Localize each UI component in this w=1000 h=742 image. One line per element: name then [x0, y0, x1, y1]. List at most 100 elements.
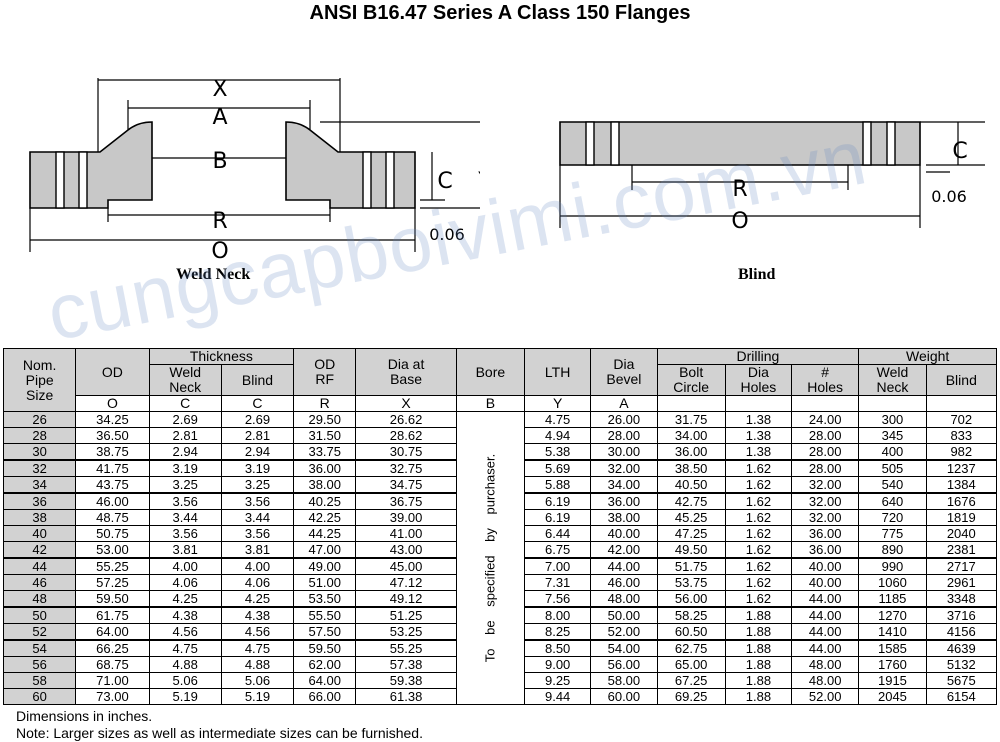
table-cell: 3348: [925, 590, 998, 608]
table-cell: 39.00: [355, 509, 457, 526]
table-cell: 702: [925, 411, 998, 428]
table-cell: 28.00: [590, 427, 658, 444]
pipe-size-cell: 36: [2, 492, 77, 510]
flange-spec-table: Nom. Pipe Size OD Thickness OD RF Dia at…: [2, 348, 998, 705]
table-cell: 38.50: [656, 459, 726, 477]
table-cell: 1819: [925, 509, 998, 526]
table-cell: 3.56: [148, 525, 222, 542]
table-cell: 4.88: [148, 656, 222, 673]
table-cell: 5675: [925, 672, 998, 689]
table-cell: 36.00: [791, 541, 860, 559]
table-cell: 60.50: [656, 623, 726, 641]
table-cell: 53.75: [656, 574, 726, 591]
table-cell: 3.44: [148, 509, 222, 526]
table-cell: 9.25: [524, 672, 592, 689]
table-cell: 36.00: [656, 443, 726, 461]
pipe-size-cell: 48: [2, 590, 77, 608]
page-title: ANSI B16.47 Series A Class 150 Flanges: [309, 2, 691, 24]
table-cell: 5.69: [524, 459, 592, 477]
table-cell: 1.38: [724, 427, 793, 444]
table-cell: 4.56: [220, 623, 295, 641]
table-cell: 3.44: [220, 509, 295, 526]
table-cell: 31.50: [293, 427, 357, 444]
table-cell: 47.12: [355, 574, 457, 591]
table-cell: 65.00: [656, 656, 726, 673]
notes: Dimensions in inches. Note: Larger sizes…: [16, 708, 423, 742]
blind-caption: Blind: [738, 266, 776, 283]
table-cell: 2040: [925, 525, 998, 542]
table-cell: 56.00: [590, 656, 658, 673]
table-cell: 45.00: [355, 557, 457, 575]
table-cell: 3.56: [220, 525, 295, 542]
table-cell: 5.19: [148, 688, 222, 705]
table-cell: 4.06: [148, 574, 222, 591]
table-cell: 59.38: [355, 672, 457, 689]
table-cell: 45.25: [656, 509, 726, 526]
table-cell: 4.75: [524, 411, 592, 428]
table-cell: 56.00: [656, 590, 726, 608]
symbol-cell: R: [293, 395, 357, 412]
symbol-cell: B: [455, 395, 526, 412]
table-cell: 69.25: [656, 688, 726, 705]
dim-y-label: Y: [477, 169, 480, 194]
table-cell: 66.25: [75, 639, 150, 657]
table-cell: 53.25: [355, 623, 457, 641]
pipe-size-cell: 52: [2, 623, 77, 641]
table-cell: 4.25: [148, 590, 222, 608]
table-cell: 4.94: [524, 427, 592, 444]
table-cell: 36.00: [590, 492, 658, 510]
table-cell: 40.25: [293, 492, 357, 510]
table-cell: 6154: [925, 688, 998, 705]
table-cell: 51.00: [293, 574, 357, 591]
table-cell: 1.62: [724, 459, 793, 477]
table-cell: 34.00: [656, 427, 726, 444]
table-cell: 8.00: [524, 606, 592, 624]
pipe-size-cell: 38: [2, 509, 77, 526]
table-cell: 32.00: [791, 492, 860, 510]
pipe-size-cell: 58: [2, 672, 77, 689]
table-cell: 32.00: [590, 459, 658, 477]
table-cell: 42.00: [590, 541, 658, 559]
table-cell: 28.00: [791, 427, 860, 444]
col-num-holes-header: # Holes: [791, 364, 860, 396]
table-cell: 40.50: [656, 476, 726, 494]
table-cell: 6.44: [524, 525, 592, 542]
table-cell: 28.00: [791, 443, 860, 461]
pipe-size-cell: 26: [2, 411, 77, 428]
header-row-groups: Nom. Pipe Size OD Thickness OD RF Dia at…: [2, 348, 997, 412]
weld-neck-caption: Weld Neck: [176, 266, 251, 283]
col-thickness-blind-header: Blind: [220, 364, 295, 396]
table-cell: 1.62: [724, 590, 793, 608]
table-cell: 4.88: [220, 656, 295, 673]
symbol-cell: C: [148, 395, 222, 412]
table-cell: 5.38: [524, 443, 592, 461]
table-cell: 8.50: [524, 639, 592, 657]
dim-r-label: R: [732, 177, 747, 202]
table-cell: 890: [858, 541, 927, 559]
table-cell: 44.00: [791, 606, 860, 624]
table-cell: 49.12: [355, 590, 457, 608]
table-cell: 71.00: [75, 672, 150, 689]
dim-b-label: B: [212, 149, 227, 174]
pipe-size-cell: 44: [2, 557, 77, 575]
dim-c-label: C: [437, 169, 452, 194]
table-cell: 1410: [858, 623, 927, 641]
table-cell: 42.75: [656, 492, 726, 510]
table-cell: 29.50: [293, 411, 357, 428]
table-cell: 505: [858, 459, 927, 477]
col-bolt-circle-header: Bolt Circle: [656, 364, 726, 396]
symbol-cell: X: [355, 395, 457, 412]
table-cell: 2.81: [148, 427, 222, 444]
table-cell: 4.75: [148, 639, 222, 657]
weight-group-header: Weight: [858, 348, 997, 365]
col-thickness-weld-neck-header: Weld Neck: [148, 364, 222, 396]
table-cell: 48.00: [791, 672, 860, 689]
table-cell: 51.75: [656, 557, 726, 575]
table-cell: 48.75: [75, 509, 150, 526]
table-cell: 4.00: [148, 557, 222, 575]
table-cell: 33.75: [293, 443, 357, 461]
col-dia-base-header: Dia at Base: [355, 348, 457, 396]
